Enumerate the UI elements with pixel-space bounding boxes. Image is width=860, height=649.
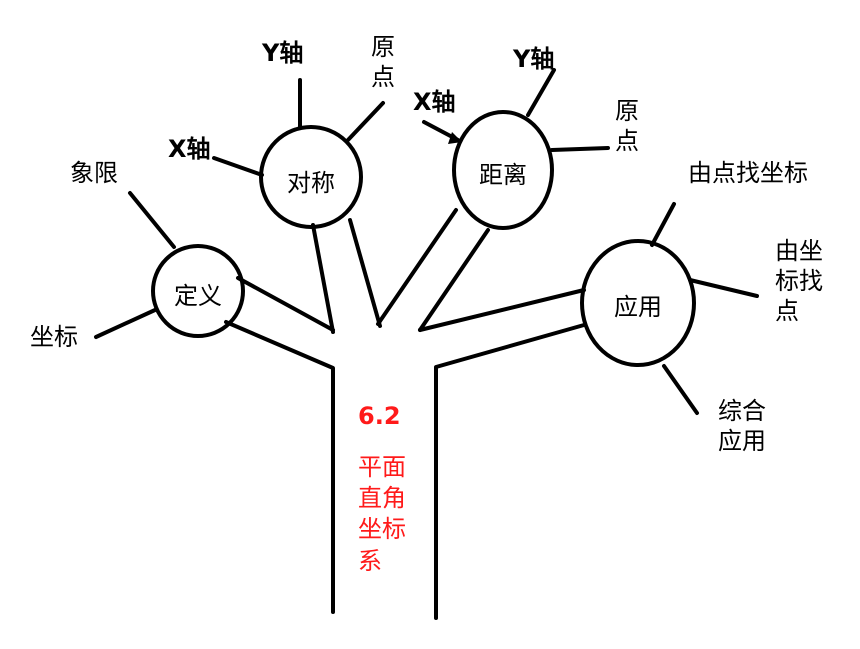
branch-application — [418, 288, 586, 332]
leaf-line-app-comprehensive — [662, 364, 699, 415]
node-symmetry-circle — [259, 125, 363, 229]
leaf-line-app-find-point — [688, 278, 759, 298]
leaf-app-find-point: 由坐标找点 — [775, 237, 823, 325]
branch-distance-left — [376, 208, 458, 326]
leaf-line-sym-x — [212, 156, 264, 177]
branch-symmetry-right — [348, 218, 382, 328]
node-application-label: 应用 — [614, 293, 662, 321]
trunk-left-edge — [224, 320, 335, 614]
node-definition-circle — [151, 244, 245, 338]
leaf-dist-origin: 原点 — [615, 97, 639, 155]
branch-definition — [236, 276, 335, 332]
leaf-line-coordinate — [94, 308, 157, 339]
leaf-sym-origin: 原点 — [371, 33, 395, 91]
leaf-line-dist-origin — [550, 146, 610, 152]
node-definition-label: 定义 — [174, 282, 222, 310]
leaf-dist-x-axis: X轴 — [413, 88, 456, 116]
leaf-sym-x-axis: X轴 — [168, 135, 211, 163]
trunk-title: 平面直角坐标系 — [358, 453, 406, 575]
leaf-coordinate: 坐标 — [30, 323, 78, 351]
arrowhead-dist-x — [448, 132, 462, 144]
trunk-section-number: 6.2 — [358, 402, 401, 430]
leaf-app-comprehensive: 综合应用 — [718, 397, 766, 455]
leaf-dist-y-axis: Y轴 — [513, 45, 555, 73]
node-distance-label: 距离 — [479, 161, 527, 189]
leaf-app-find-coord: 由点找坐标 — [688, 159, 808, 187]
branch-symmetry-left — [311, 223, 335, 334]
leaf-line-quadrant — [128, 191, 176, 249]
trunk-right-edge — [434, 323, 586, 620]
node-distance-circle — [452, 110, 554, 230]
node-application-circle — [580, 239, 696, 367]
branch-distance-right — [418, 228, 490, 332]
node-symmetry-label: 对称 — [287, 169, 335, 197]
leaf-line-sym-origin — [346, 101, 385, 142]
leaf-quadrant: 象限 — [70, 159, 118, 187]
leaf-line-app-find-coord — [650, 202, 676, 247]
leaf-line-dist-y — [526, 68, 556, 117]
leaf-sym-y-axis: Y轴 — [262, 39, 304, 67]
